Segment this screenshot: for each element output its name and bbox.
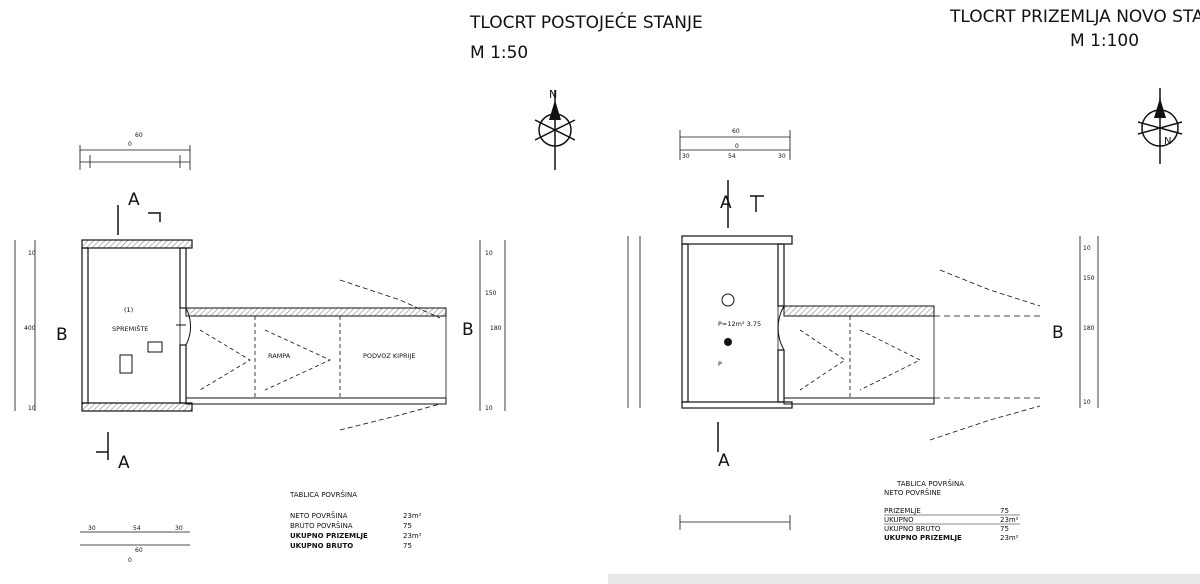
left-section-a-top-label: A: [128, 190, 140, 210]
left-dim-left-1: 400: [24, 325, 36, 332]
left-section-a-bottom-label: A: [118, 453, 130, 473]
left-building: (1) SPREMIŠTE: [81, 239, 193, 412]
right-title: TLOCRT PRIZEMLJA NOVO STANJE: [949, 7, 1200, 27]
left-table-row-3-label: UKUPNO BRUTO: [290, 542, 353, 550]
left-section-a-bottom: A: [96, 432, 130, 473]
right-dim-right-3: 10: [1083, 399, 1091, 406]
right-dim-right-0: 10: [1083, 245, 1091, 252]
left-dim-right-0: 10: [485, 250, 493, 257]
right-dim-right-1: 150: [1083, 275, 1095, 282]
left-dim-bottom-3: 60: [135, 547, 143, 554]
left-dim-bottom-4: 0: [128, 557, 132, 564]
right-dims-right: 10 150 180 10: [1079, 236, 1099, 408]
left-room-podvoz: PODVOZ KIPRIJE: [363, 352, 415, 360]
left-dims-top: 60 0: [79, 132, 191, 170]
left-table-row-1-label: BRUTO POVRŠINA: [290, 521, 353, 530]
right-table-row-1-value: 23m²: [1000, 516, 1019, 524]
left-area-table: TABLICA POVRŠINA NETO POVRŠINA 23m² BRUT…: [289, 490, 422, 550]
right-north-label: N: [1164, 136, 1171, 147]
right-scale: M 1:100: [1070, 31, 1139, 51]
left-table-row-0-value: 23m²: [403, 512, 422, 520]
left-room-ramp: RAMPA: [268, 352, 291, 360]
left-table-row-2-label: UKUPNO PRIZEMLJE: [290, 532, 368, 540]
right-table-row-3-value: 23m²: [1000, 534, 1019, 542]
left-dims-bottom: 30 54 30 60 0: [80, 525, 190, 564]
right-north-arrow-icon: N: [1137, 88, 1183, 164]
right-dim-top-4: 30: [778, 153, 786, 160]
left-table-row-2-value: 23m²: [403, 532, 422, 540]
right-section-a-top-label: A: [720, 193, 732, 213]
right-section-b-label: B: [1052, 323, 1064, 343]
right-plan: TLOCRT PRIZEMLJA NOVO STANJE M 1:100 N 6…: [627, 7, 1200, 542]
right-table-title: TABLICA POVRŠINA: [896, 479, 964, 488]
right-dims-top: 60 0 30 54 30: [679, 128, 791, 160]
right-table-row-1-label: UKUPNO: [884, 516, 914, 524]
left-dim-right-3: 10: [485, 405, 493, 412]
right-dim-top-2: 30: [682, 153, 690, 160]
right-dim-right-2: 180: [1083, 325, 1095, 332]
left-room-1-text: SPREMIŠTE: [112, 324, 148, 333]
left-dim-bottom-0: 30: [88, 525, 96, 532]
left-dims-right: 10 150 180 10: [479, 240, 506, 412]
right-section-a-bottom-label: A: [718, 451, 730, 471]
left-dims-left: 10 400 10: [14, 240, 36, 412]
right-room-p: P: [718, 360, 722, 368]
left-plan: TLOCRT POSTOJEĆE STANJE M 1:50 N 60 0 A: [14, 11, 703, 564]
left-dim-top-0: 60: [135, 132, 143, 139]
right-section-b: B: [1052, 323, 1064, 343]
left-dim-left-0: 10: [28, 250, 36, 257]
left-dim-bottom-1: 54: [133, 525, 141, 532]
right-table-row-2-label: UKUPNO BRUTO: [884, 525, 941, 533]
right-table-row-2-value: 75: [1000, 525, 1009, 533]
right-dims-bottom: [679, 515, 791, 530]
left-section-b-right: B: [462, 320, 474, 340]
left-north-arrow-icon: N: [534, 88, 576, 170]
left-dim-bottom-2: 30: [175, 525, 183, 532]
left-dim-right-1: 150: [485, 290, 497, 297]
left-north-label: N: [549, 88, 557, 101]
right-dim-top-3: 54: [728, 153, 736, 160]
left-table-row-3-value: 75: [403, 542, 412, 550]
right-section-a-bottom: A: [717, 422, 730, 471]
right-section-a-top: A: [720, 180, 764, 228]
left-scale: M 1:50: [470, 43, 528, 63]
right-room-p-text: P=12m² 3.75: [718, 320, 761, 328]
right-extension: [783, 269, 1041, 441]
right-dims-left: [627, 236, 641, 408]
right-building: P P=12m² 3.75: [681, 235, 793, 409]
right-area-table: TABLICA POVRŠINA NETO POVRŠINE PRIZEMLJE…: [884, 479, 1020, 542]
left-table-title: TABLICA POVRŠINA: [289, 490, 357, 499]
left-table-row-0-label: NETO POVRŠINA: [290, 511, 348, 520]
left-title: TLOCRT POSTOJEĆE STANJE: [469, 11, 703, 33]
right-dim-top-1: 0: [735, 143, 739, 150]
right-table-row-0-value: 75: [1000, 507, 1009, 515]
right-table-subtitle: NETO POVRŠINE: [884, 488, 941, 497]
left-dim-right-2: 180: [490, 325, 502, 332]
left-section-a-top: A: [117, 190, 161, 235]
right-table-row-0-label: PRIZEMLJE: [884, 507, 921, 515]
right-table-row-3-label: UKUPNO PRIZEMLJE: [884, 534, 962, 542]
left-table-row-1-value: 75: [403, 522, 412, 530]
left-section-b: B B: [56, 320, 474, 345]
left-dim-left-2: 10: [28, 405, 36, 412]
left-dim-top-1: 0: [128, 141, 132, 148]
right-dim-top-0: 60: [732, 128, 740, 135]
left-ramp: RAMPA PODVOZ KIPRIJE: [185, 279, 447, 431]
left-room-1-name: (1): [124, 306, 133, 314]
left-section-b-left: B: [56, 325, 68, 345]
bottom-scroll-strip: [608, 574, 1200, 584]
